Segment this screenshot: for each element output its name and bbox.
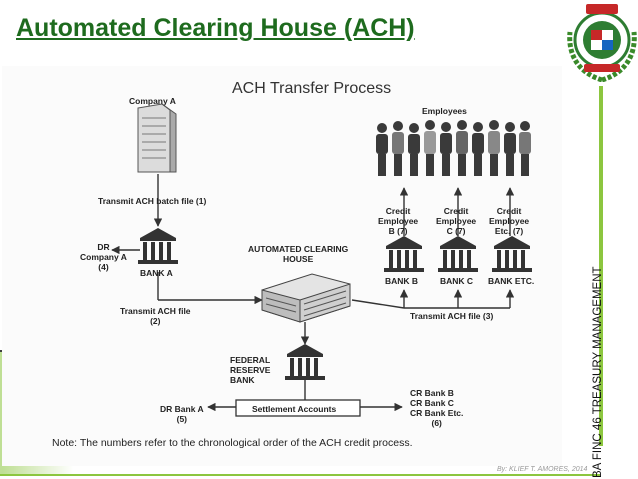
step2-line2: (2) bbox=[150, 316, 161, 326]
company-a-building-icon bbox=[137, 103, 177, 173]
bottom-accent-line bbox=[0, 474, 600, 476]
federal-reserve-bank-icon bbox=[285, 344, 325, 380]
step6-line2: CR Bank C bbox=[410, 398, 454, 408]
step2-line1: Transmit ACH file bbox=[120, 306, 191, 316]
ach-house-line1: AUTOMATED CLEARING bbox=[248, 244, 349, 254]
step7-etc-label: Credit Employee Etc. (7) bbox=[489, 206, 529, 236]
federal-reserve-line3: BANK bbox=[230, 375, 255, 385]
bank-etc-label: BANK ETC. bbox=[488, 276, 535, 286]
step7-etc-line2: Employee bbox=[489, 216, 530, 226]
diagram-title: ACH Transfer Process bbox=[232, 80, 392, 97]
federal-reserve-line1: FEDERAL bbox=[230, 355, 271, 365]
step7-b-line1: Credit bbox=[385, 206, 411, 216]
settlement-accounts-box bbox=[235, 399, 361, 417]
step1-label: Transmit ACH batch file (1) bbox=[98, 196, 207, 206]
ach-house-line2: HOUSE bbox=[283, 254, 314, 264]
bank-etc-icon bbox=[492, 236, 532, 272]
step6-line1: CR Bank B bbox=[410, 388, 454, 398]
step7-c-line1: Credit bbox=[443, 206, 469, 216]
step4-line1: DR bbox=[97, 242, 110, 252]
step7-etc-line1: Credit bbox=[496, 206, 522, 216]
step2-label: Transmit ACH file (2) bbox=[120, 306, 191, 326]
step7-c-line2: Employee bbox=[436, 216, 477, 226]
step4-line2: Company A bbox=[80, 252, 127, 262]
step5-label: DR Bank A (5) bbox=[160, 404, 204, 424]
bank-c-icon bbox=[438, 236, 478, 272]
ach-house-building-icon bbox=[261, 273, 351, 323]
step6-label: CR Bank B CR Bank C CR Bank Etc. (6) bbox=[410, 388, 463, 428]
step4-label: DR Company A (4) bbox=[80, 242, 127, 272]
step6-line4: (6) bbox=[431, 418, 442, 428]
employees-group-icon bbox=[376, 120, 531, 176]
bank-c-label: BANK C bbox=[440, 276, 474, 286]
university-seal-logo bbox=[567, 4, 637, 82]
step6-line3: CR Bank Etc. bbox=[410, 408, 464, 418]
employees-label: Employees bbox=[422, 106, 467, 116]
step5-line2: (5) bbox=[176, 414, 187, 424]
bank-b-label: BANK B bbox=[385, 276, 419, 286]
federal-reserve-line2: RESERVE bbox=[230, 365, 271, 375]
step7-b-line3: B (7) bbox=[388, 226, 408, 236]
bank-a-label: BANK A bbox=[140, 268, 173, 278]
right-accent-bar bbox=[599, 86, 603, 446]
step7-c-line3: C (7) bbox=[446, 226, 466, 236]
step5-line1: DR Bank A bbox=[160, 404, 204, 414]
step7-b-line2: Employee bbox=[378, 216, 419, 226]
company-a-label: Company A bbox=[129, 96, 176, 106]
step4-line3: (4) bbox=[98, 262, 109, 272]
step7-etc-line3: Etc. (7) bbox=[494, 226, 524, 236]
process-note: Note: The numbers refer to the chronolog… bbox=[52, 437, 413, 449]
step7-c-label: Credit Employee C (7) bbox=[436, 206, 476, 236]
step3-label: Transmit ACH file (3) bbox=[410, 311, 494, 321]
step7-b-label: Credit Employee B (7) bbox=[378, 206, 418, 236]
bank-b-icon bbox=[384, 236, 424, 272]
settlement-accounts-label: Settlement Accounts bbox=[252, 404, 337, 414]
ach-house-label: AUTOMATED CLEARING HOUSE bbox=[248, 244, 348, 264]
footer-credit: By: KLIEF T. AMORES, 2014 bbox=[497, 466, 588, 473]
bank-a-icon bbox=[138, 228, 178, 264]
federal-reserve-label: FEDERAL RESERVE BANK bbox=[230, 355, 270, 385]
slide-title: Automated Clearing House (ACH) bbox=[16, 14, 415, 42]
